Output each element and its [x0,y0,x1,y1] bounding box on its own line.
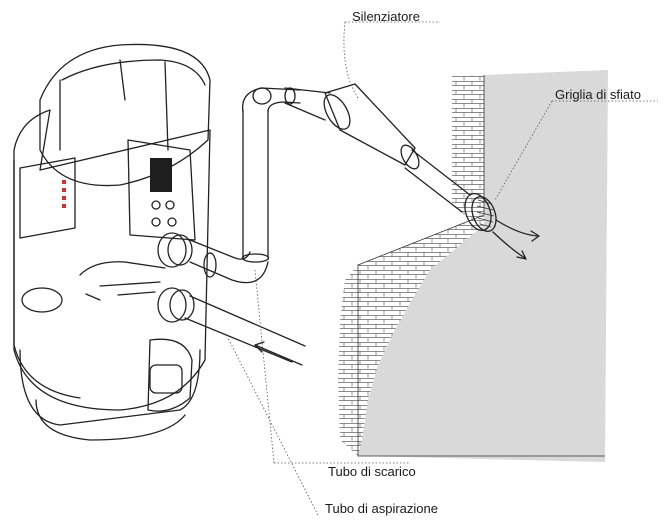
airflow-arrow-icon [254,341,303,366]
exhaust-fitting [157,232,187,268]
bucket-latch [149,364,183,394]
suction-pipe [184,295,306,363]
leader-lines [227,21,658,516]
electrical-box [127,139,196,241]
vent-grille [464,193,497,232]
pipe-joint-lower [241,253,270,263]
airflow-arrow-icon [492,231,527,260]
collection-bucket [19,349,201,426]
label-silencer: Silenziatore [352,9,420,24]
top-elbow [241,87,301,113]
suction-fitting [157,287,187,323]
unit-badge [21,287,63,313]
vertical-exhaust-pipe [242,109,269,259]
hand-icon [79,261,166,301]
terminal-block [150,158,172,192]
wall-pipe [404,149,471,213]
exhaust-duct [241,83,540,263]
label-suction-pipe: Tubo di aspirazione [325,501,438,516]
vacuum-unit [13,43,306,441]
panel-display [27,184,59,206]
unit-top-cap [39,43,211,187]
wall [338,70,608,462]
silencer-body [324,83,416,166]
unit-body [13,109,211,411]
wall-brick-side [338,215,484,456]
label-exhaust-pipe: Tubo di scarico [328,464,416,479]
airflow-arrow-icon [495,219,540,242]
indicator-light [62,180,66,184]
wall-brick-top [452,75,484,220]
label-vent-grille: Griglia di sfiato [555,87,641,102]
control-panel [19,157,76,239]
wall-face [358,70,608,462]
elbow-joint [252,87,272,105]
